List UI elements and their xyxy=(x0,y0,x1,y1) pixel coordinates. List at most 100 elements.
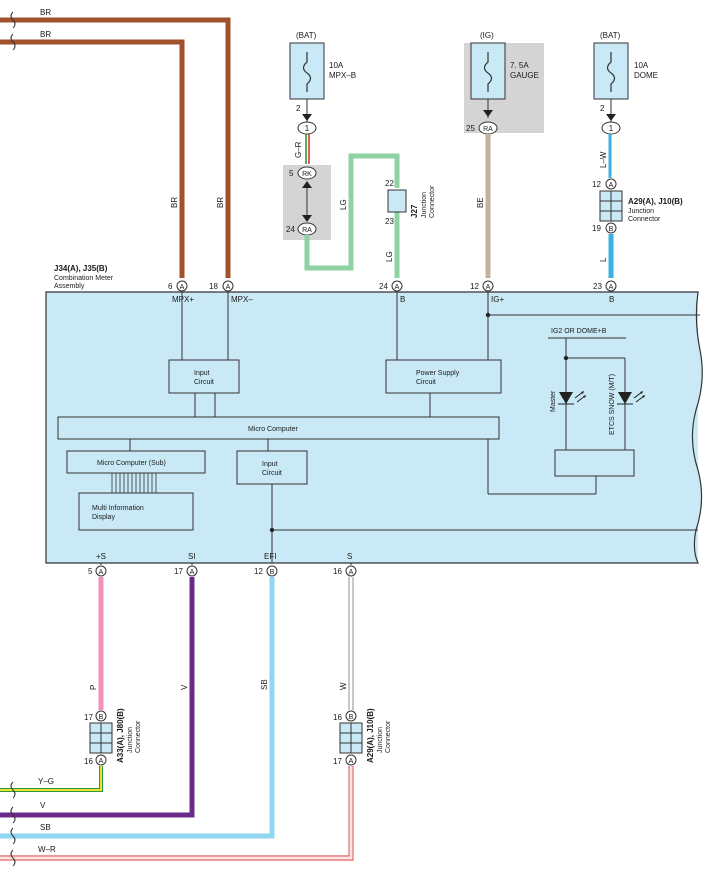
meter-top-pin-6: 6 A MPX+ xyxy=(168,280,194,304)
meter-top-pin-24: 24 A B xyxy=(379,280,405,304)
conn-badge xyxy=(345,754,357,766)
conn-badge xyxy=(95,754,107,766)
wire-label-l-w: L–W xyxy=(599,151,608,168)
led-master-label: Master xyxy=(550,390,557,412)
junction-connector-a33 xyxy=(89,722,113,754)
wire-label-lg-2: LG xyxy=(385,251,394,262)
conn-badge-label: A xyxy=(99,758,104,765)
pin-number: 17 xyxy=(174,567,183,576)
led-driver-box xyxy=(554,449,635,477)
gauge-name: GAUGE xyxy=(510,71,539,80)
dome-rating: 10A xyxy=(634,61,649,70)
micro-computer-label: Micro Computer xyxy=(248,426,298,433)
conn-badge xyxy=(605,178,617,190)
input-circuit-label-2: Circuit xyxy=(194,379,214,386)
pin-label: B xyxy=(400,295,405,304)
conn-badge-label: A xyxy=(609,182,614,189)
conn-badge-label: A xyxy=(349,758,354,765)
wire-break-marks-top xyxy=(10,11,16,51)
wire-lg-loop xyxy=(304,153,400,271)
pin-number: 12 xyxy=(254,567,263,576)
mid-label-1: Multi Information xyxy=(92,505,144,512)
pin-rk: 5 xyxy=(289,169,294,178)
wire-w xyxy=(348,577,354,710)
power-supply-label-2: Circuit xyxy=(416,379,436,386)
connector-rk xyxy=(297,166,317,180)
wire-label-sb: SB xyxy=(260,679,269,690)
a33-pin-top: 17 xyxy=(84,713,93,722)
power-supply-label-1: Power Supply xyxy=(416,370,460,377)
wire-label-br-a: BR xyxy=(170,197,179,208)
arrow-icon xyxy=(483,110,493,117)
micro-sub-label: Micro Computer (Sub) xyxy=(97,460,166,467)
wire-label-p: P xyxy=(89,685,98,690)
mpxb-pin: 2 xyxy=(296,104,301,113)
gauge-source: (IG) xyxy=(480,31,494,40)
a29-pin-bottom: 17 xyxy=(333,757,342,766)
junction-dot xyxy=(485,312,491,318)
wire-y-g xyxy=(0,766,103,792)
pin-ra: 24 xyxy=(286,225,295,234)
conn-badge xyxy=(605,222,617,234)
meter-top-pin-18: 18 A MPX– xyxy=(209,280,253,304)
mpxb-rating: 10A xyxy=(329,61,344,70)
data-bus-lines xyxy=(111,473,157,493)
micro-computer-box xyxy=(57,416,500,440)
conn-badge-label: A xyxy=(486,284,491,291)
meter-bottom-pin-5: 5 A xyxy=(88,565,107,577)
fuse-icon xyxy=(483,52,493,92)
led-master-icon xyxy=(558,391,586,405)
a33-desc-1: Junction xyxy=(127,727,134,753)
dome-name: DOME xyxy=(634,71,658,80)
pin-label: SI xyxy=(188,552,196,561)
input-circuit-2-label-2: Circuit xyxy=(262,470,282,477)
wire-label-br-b: BR xyxy=(216,197,225,208)
junction-connector-a29-top xyxy=(599,190,623,222)
pin-label: MPX– xyxy=(231,295,253,304)
mid-label-2: Display xyxy=(92,514,115,521)
a29-desc-2: Connector xyxy=(385,720,392,753)
fuse-icon xyxy=(302,52,312,92)
multi-info-display-box xyxy=(78,492,194,531)
conn-badge-label: A xyxy=(180,284,185,291)
meter-top-pin-23: 23 A B xyxy=(593,280,617,304)
dome-jc-name: A29(A), J10(B) xyxy=(628,197,683,206)
conn-badge-label: A xyxy=(349,569,354,576)
connector-ra-label: RA xyxy=(302,227,312,234)
wire-label-w: W xyxy=(339,682,348,690)
arrow-icon xyxy=(302,215,312,222)
conn-badge-label: A xyxy=(226,284,231,291)
meter-bottom-pin-12b: 12 B xyxy=(254,565,278,577)
dome-pin: 2 xyxy=(600,104,605,113)
wire-label-g-r: G–R xyxy=(294,141,303,158)
mpxb-source: (BAT) xyxy=(296,31,317,40)
dome-jc-desc-2: Connector xyxy=(628,216,661,223)
conn-badge-label: B xyxy=(609,226,614,233)
pin-label: IG+ xyxy=(491,295,504,304)
a29-desc-1: Junction xyxy=(377,727,384,753)
wire-break-marks-bottom xyxy=(10,781,16,867)
arrow-icon xyxy=(606,114,616,121)
wire-label-lg-1: LG xyxy=(339,199,348,210)
j27-desc-1: Junction xyxy=(421,192,428,218)
meter-code: J34(A), J35(B) xyxy=(54,264,108,273)
wire-g-r xyxy=(305,134,310,164)
wire-l-w xyxy=(608,134,614,178)
connector-1 xyxy=(297,121,317,135)
pin-number: 16 xyxy=(333,567,342,576)
pin-number: 12 xyxy=(470,282,479,291)
connector-gauge-ra-label: RA xyxy=(483,126,493,133)
led-etcs-icon xyxy=(617,391,645,405)
pin-label: MPX+ xyxy=(172,295,194,304)
a33-desc-2: Connector xyxy=(135,720,142,753)
arrow-icon xyxy=(302,181,312,188)
wire-label-y-g: Y–G xyxy=(38,777,54,786)
meter-name-2: Assembly xyxy=(54,283,85,290)
conn-badge-label: B xyxy=(270,569,275,576)
meter-name-1: Combination Meter xyxy=(54,275,114,282)
j27-pin-bottom: 23 xyxy=(385,217,394,226)
dome-jc-pin-top: 12 xyxy=(592,180,601,189)
input-circuit-label-1: Input xyxy=(194,370,210,377)
j27-pin-top: 22 xyxy=(385,179,394,188)
